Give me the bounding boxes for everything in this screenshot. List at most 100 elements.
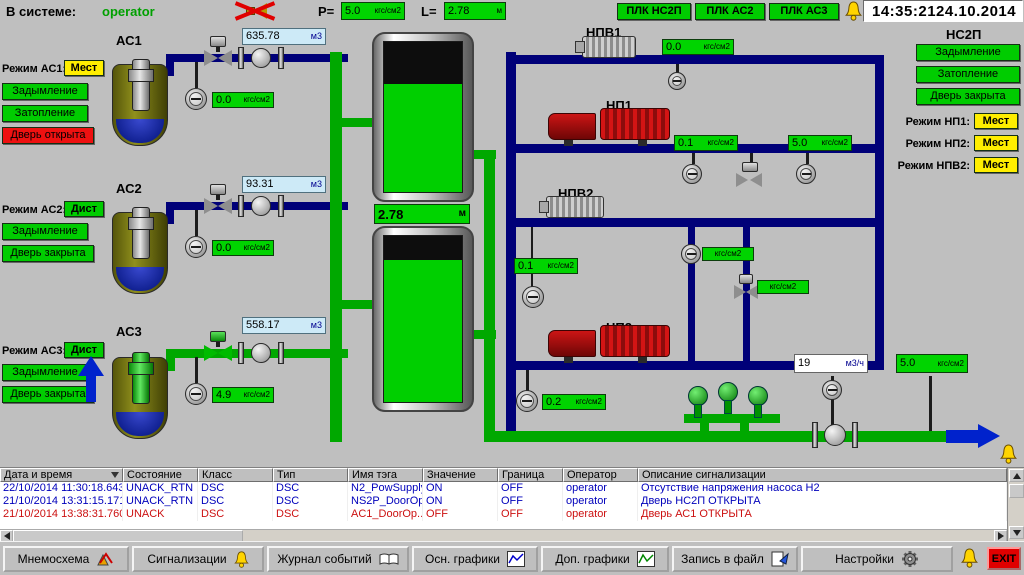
event-journal-button[interactable]: Журнал событий [267,546,409,572]
np1-discharge-valve[interactable] [736,173,762,188]
mnemo-button[interactable]: Мнемосхема [3,546,129,572]
alarm-cell[interactable]: ON [423,495,498,508]
alarm-cell[interactable]: DSC [273,495,348,508]
vscroll-thumb[interactable] [1009,484,1024,498]
npv2-sensor-stem [531,227,533,287]
table-vscrollbar[interactable] [1007,468,1024,541]
col-header-value[interactable]: Значение [423,468,498,482]
alarm-cell[interactable]: Дверь НС2П ОТКРЫТА [638,495,1007,508]
outlet-flowmeter[interactable] [812,422,858,448]
gear-icon [901,551,918,567]
reservoir-tank-1 [372,32,474,202]
alarm-cell[interactable]: UNACK [123,508,198,521]
alarm-bell-icon[interactable] [844,1,863,26]
alarm-cell[interactable]: DSC [273,508,348,521]
pipe-ac2-riser [166,202,174,224]
col-header-state[interactable]: Состояние [123,468,198,482]
scroll-right-button[interactable] [994,530,1007,542]
ac2-valve[interactable] [204,198,232,214]
ac3-valve[interactable] [204,345,232,361]
pipe-np2-line [506,361,884,370]
system-pressure-unit: кгс/см2 [374,6,401,15]
npv2-mode-button[interactable]: Мест [974,157,1018,173]
col-header-type[interactable]: Тип [273,468,348,482]
alarm-cell[interactable]: UNACK_RTN [123,495,198,508]
np2-mode-button[interactable]: Мест [974,135,1018,151]
npv2-pump[interactable] [539,196,604,218]
alarm-cell[interactable]: 21/10/2014 13:38:31.760 [0,508,123,521]
npv1-sensor-stem [676,64,679,74]
booster-pump-1[interactable] [688,386,708,420]
alarm-cell[interactable]: UNACK_RTN [123,482,198,495]
alarm-cell[interactable]: operator [563,482,638,495]
ac3-volume-unit: м3 [310,320,322,330]
alarm-cell[interactable]: OFF [498,495,563,508]
ac1-valve[interactable] [204,50,232,66]
np2-pump[interactable] [548,325,670,363]
ac1-water [116,119,164,143]
alarm-cell[interactable]: operator [563,495,638,508]
booster-pump-3[interactable] [748,386,768,420]
np2-pressure-display: 0.2 кгс/см2 [542,394,606,410]
col-header-operator[interactable]: Оператор [563,468,638,482]
plc-ac2-button[interactable]: ПЛК АС2 [695,3,765,20]
drop2-valve[interactable] [734,285,758,299]
ac2-flowmeter[interactable] [238,195,284,217]
ac2-mode-button[interactable]: Дист [64,201,104,217]
ac1-flowmeter[interactable] [238,47,284,69]
alarm-cell[interactable]: operator [563,508,638,521]
alarm-cell[interactable]: ON [423,482,498,495]
tank2-air-gap [384,236,462,260]
mimic-bell-icon[interactable] [999,444,1018,469]
drop1-pressure-display: кгс/см2 [702,247,754,261]
col-header-tagname[interactable]: Имя тэга [348,468,423,482]
np1-pump[interactable] [548,108,670,146]
sort-icon [111,472,119,478]
alarm-cell[interactable]: 21/10/2014 13:31:15.171 [0,495,123,508]
alarm-cell[interactable]: DSC [198,482,273,495]
col-header-limit[interactable]: Граница [498,468,563,482]
alarm-cell[interactable]: DSC [198,495,273,508]
scroll-up-button[interactable] [1009,469,1024,482]
alarm-cell[interactable]: NS2P_DoorOp... [348,495,423,508]
extra-graphs-button-label: Доп. графики [555,552,630,566]
alarm-cell[interactable]: 22/10/2014 11:30:18.643 [0,482,123,495]
alarm-cell[interactable]: Отсутствие напряжения насоса Н2 [638,482,1007,495]
main-graphs-button[interactable]: Осн. графики [412,546,538,572]
table-hscrollbar[interactable] [0,529,1007,542]
npv2-pressure-display: 0.1 кгс/см2 [514,258,578,274]
tank2-fill [383,235,463,403]
record-to-file-button[interactable]: Запись в файл [672,546,798,572]
alarm-cell[interactable]: Дверь АС1 ОТКРЫТА [638,508,1007,521]
alarm-cell[interactable]: DSC [198,508,273,521]
scroll-down-button[interactable] [1009,526,1024,539]
col-header-description[interactable]: Описание сигнализации [638,468,1007,482]
ac1-mode-button[interactable]: Мест [64,60,104,76]
npv1-pump[interactable] [575,36,636,58]
alarm-cell[interactable]: OFF [498,482,563,495]
alarm-cell[interactable]: DSC [273,482,348,495]
alarms-button[interactable]: Сигнализации [132,546,264,572]
alarm-cell[interactable]: N2_PowSupply [348,482,423,495]
alarm-cell[interactable]: OFF [423,508,498,521]
exit-button[interactable]: EXIT [987,547,1021,570]
ac3-flowmeter[interactable] [238,342,284,364]
extra-graphs-button[interactable]: Доп. графики [541,546,669,572]
ac2-pump[interactable] [128,207,154,259]
alarm-cell[interactable]: AC1_DoorOp... [348,508,423,521]
settings-button[interactable]: Настройки [801,546,953,572]
toolbar-bell-icon[interactable] [960,548,979,573]
col-header-class[interactable]: Класс [198,468,273,482]
ac1-pump[interactable] [128,59,154,111]
plc-ns2p-button[interactable]: ПЛК НС2П [617,3,691,20]
ac3-volume-display: 558.17 м3 [242,317,326,334]
ac3-mode-button[interactable]: Дист [64,342,104,358]
npv2-pressure-sensor [522,286,544,308]
col-header-datetime[interactable]: Дата и время [0,468,123,482]
alarm-cell[interactable]: OFF [498,508,563,521]
ac3-pump[interactable] [128,352,154,404]
plc-ac3-button[interactable]: ПЛК АС3 [769,3,839,20]
np2-pressure-unit: кгс/см2 [575,397,602,406]
booster-pump-2[interactable] [718,382,738,416]
np1-mode-button[interactable]: Мест [974,113,1018,129]
